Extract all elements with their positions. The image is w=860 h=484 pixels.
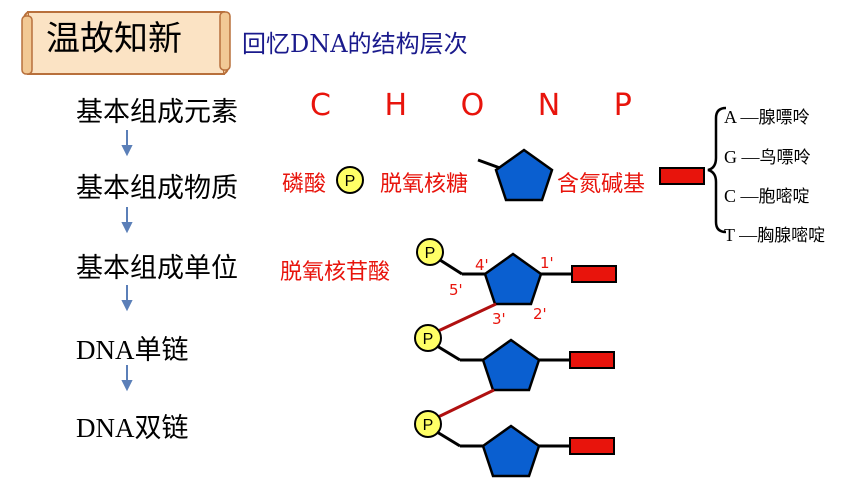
chain-nucleotide-3: P xyxy=(414,388,615,478)
page-subtitle: 回忆DNA的结构层次 xyxy=(242,30,468,58)
level-substances-label: 基本组成物质 xyxy=(76,173,238,204)
base-label: 含氮碱基 xyxy=(557,172,646,197)
level-double-strand-label: DNA双链 xyxy=(76,413,189,443)
carbon-4-label: 4' xyxy=(475,256,489,274)
unit-phosphate-label: P xyxy=(425,245,436,262)
level-single-strand-label: DNA单链 xyxy=(76,335,189,365)
base-name-g: 鸟嘌呤 xyxy=(759,148,811,168)
base-item-t: T —胸腺嘧啶 xyxy=(724,225,826,246)
level-elements-label: 基本组成元素 xyxy=(76,97,238,128)
base-name-c: 胞嘧啶 xyxy=(758,187,810,207)
page-title: 温故知新 xyxy=(46,19,182,59)
carbon-3-label: 3' xyxy=(492,310,506,328)
bases-brace xyxy=(707,106,727,234)
unit-name-label: 脱氧核苷酸 xyxy=(280,260,391,285)
elements-list: C H O N P xyxy=(310,88,654,123)
phosphate-symbol: P xyxy=(336,166,364,194)
carbon-2-label: 2' xyxy=(533,305,547,323)
base-letter-c: C xyxy=(724,186,737,206)
base-letter-a: A xyxy=(724,107,737,127)
base-letter-t: T xyxy=(724,225,735,245)
chain-phosphate-label-2: P xyxy=(423,331,434,348)
carbon-5-label: 5' xyxy=(449,281,463,299)
phosphate-label: 磷酸 xyxy=(282,172,327,197)
base-item-a: A —腺嘌呤 xyxy=(724,107,810,128)
base-name-a: 腺嘌呤 xyxy=(758,108,810,128)
chain-nucleotide-2: P xyxy=(414,302,615,392)
base-item-c: C —胞嘧啶 xyxy=(724,186,810,207)
chain-phosphate-label-3: P xyxy=(423,417,434,434)
base-letter-g: G xyxy=(724,147,737,167)
base-rect xyxy=(659,167,705,185)
base-name-t: 胸腺嘧啶 xyxy=(757,226,826,246)
base-item-g: G —鸟嘌呤 xyxy=(724,147,811,168)
level-arrows xyxy=(121,130,133,392)
carbon-1-label: 1' xyxy=(540,254,554,272)
sugar-label: 脱氧核糖 xyxy=(380,172,469,197)
nucleotide-unit: P xyxy=(416,238,617,306)
sugar-pentagon xyxy=(477,148,554,202)
title-scroll xyxy=(21,11,231,75)
level-unit-label: 基本组成单位 xyxy=(76,253,238,284)
phosphate-symbol-label: P xyxy=(345,173,356,190)
